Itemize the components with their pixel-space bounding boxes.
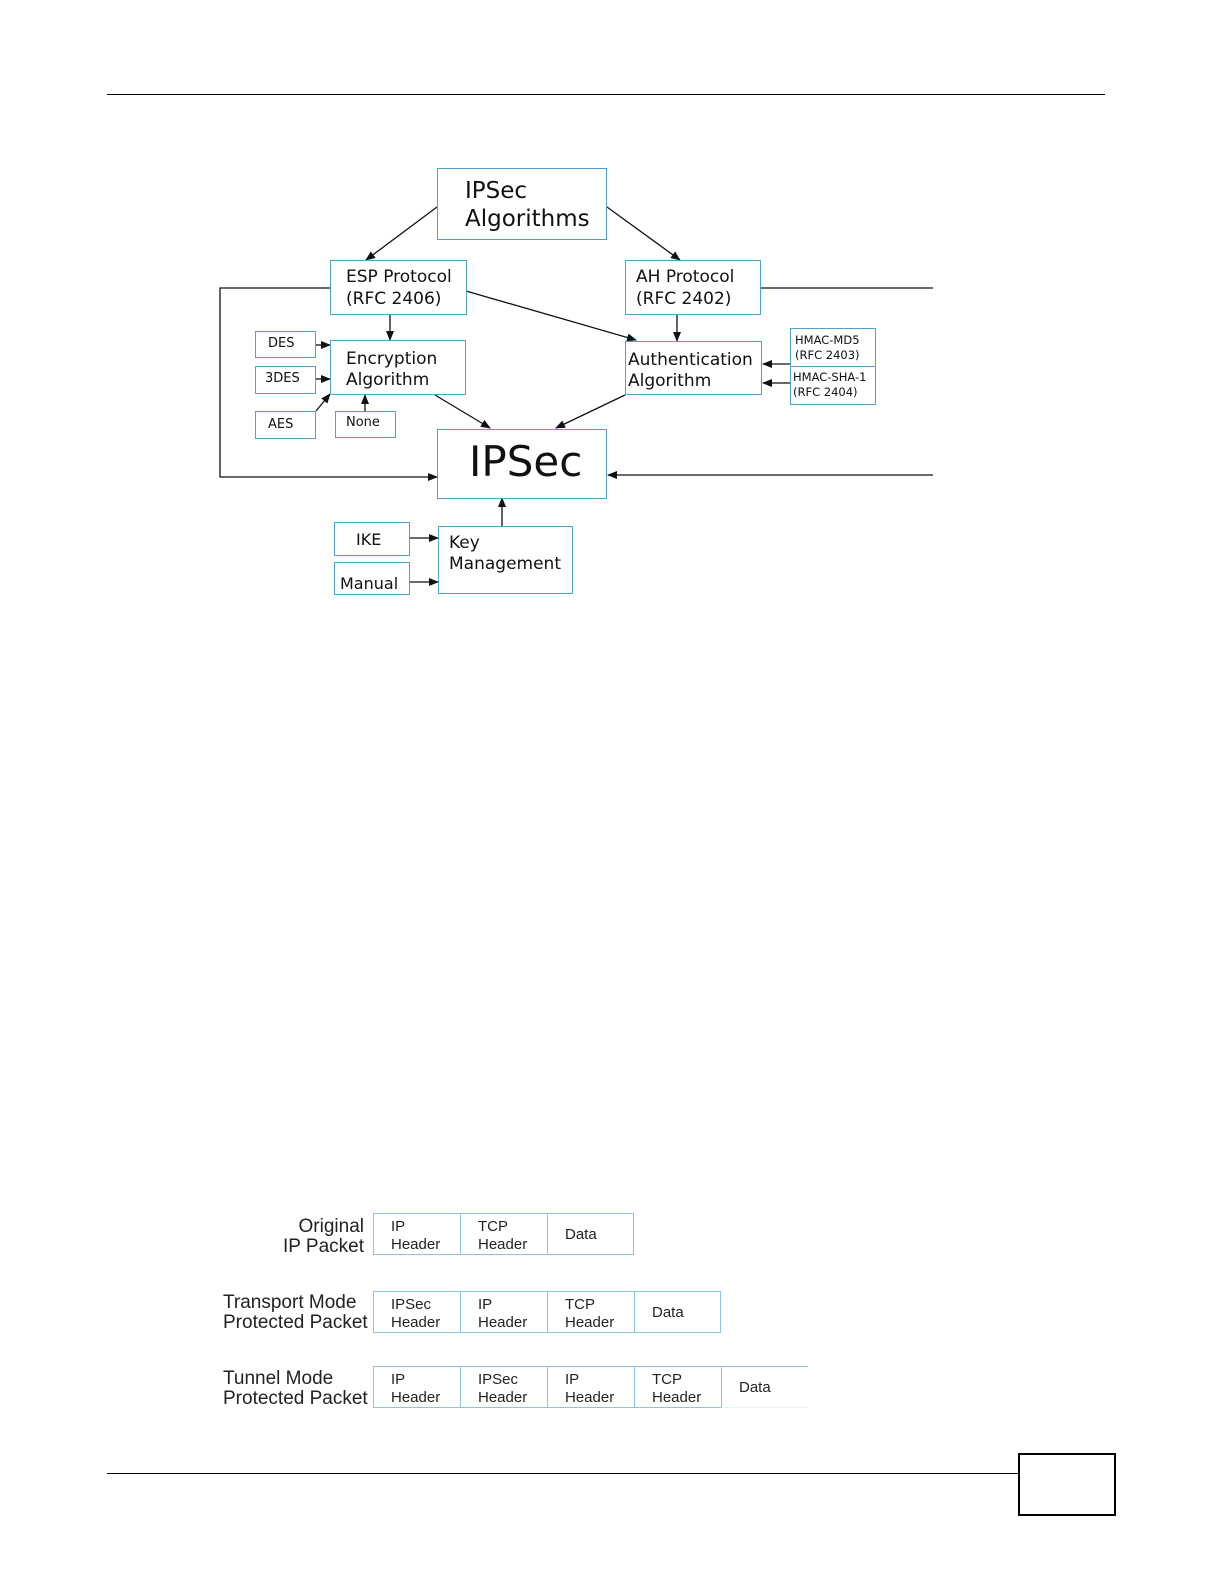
transport-mode-packet-row: IPSec Header IP Header TCP Header Data — [373, 1291, 721, 1333]
packet-label-transport: Transport Mode Protected Packet — [223, 1292, 368, 1333]
esp-protocol-box: ESP Protocol (RFC 2406) — [330, 260, 467, 315]
ipsec-box: IPSec — [437, 429, 607, 499]
key-management-label: Key Management — [449, 533, 561, 574]
packet-cell: IP Header — [547, 1366, 634, 1408]
footer-rule — [107, 1473, 1018, 1474]
packet-cell: IP Header — [460, 1291, 547, 1333]
tunnel-mode-packet-row: IP Header IPSec Header IP Header TCP Hea… — [373, 1366, 808, 1408]
ah-protocol-label: AH Protocol (RFC 2402) — [636, 267, 735, 309]
packet-cell: IPSec Header — [373, 1291, 460, 1333]
packet-cell: IP Header — [373, 1366, 460, 1408]
ike-box: IKE — [334, 522, 410, 556]
packet-label-tunnel: Tunnel Mode Protected Packet — [223, 1368, 368, 1409]
packet-cell: IPSec Header — [460, 1366, 547, 1408]
packet-label-original: Original IP Packet — [283, 1216, 364, 1257]
ah-protocol-box: AH Protocol (RFC 2402) — [625, 260, 761, 315]
aes-box: AES — [255, 411, 316, 439]
none-box: None — [335, 411, 396, 438]
des-label: DES — [268, 336, 295, 351]
packet-cell: Data — [721, 1366, 808, 1408]
encryption-algorithm-box: Encryption Algorithm — [330, 340, 466, 395]
original-ip-packet-row: IP Header TCP Header Data — [373, 1213, 634, 1255]
hmac-sha1-label: HMAC-SHA-1 (RFC 2404) — [793, 370, 867, 399]
ipsec-label: IPSec — [469, 437, 583, 486]
packet-cell: Data — [547, 1213, 634, 1255]
none-label: None — [346, 415, 380, 430]
packet-cell: TCP Header — [460, 1213, 547, 1255]
aes-label: AES — [268, 417, 294, 432]
ipsec-algorithms-label: IPSec Algorithms — [465, 178, 590, 232]
3des-label: 3DES — [265, 371, 300, 386]
packet-cell: TCP Header — [547, 1291, 634, 1333]
encryption-algorithm-label: Encryption Algorithm — [346, 349, 438, 390]
hmac-sha1-box: HMAC-SHA-1 (RFC 2404) — [790, 366, 876, 405]
manual-box: Manual — [334, 562, 410, 595]
authentication-algorithm-label: Authentication Algorithm — [628, 350, 753, 391]
3des-box: 3DES — [255, 366, 316, 394]
authentication-algorithm-box: Authentication Algorithm — [625, 341, 762, 395]
esp-protocol-label: ESP Protocol (RFC 2406) — [346, 267, 452, 309]
des-box: DES — [255, 331, 316, 358]
ike-label: IKE — [356, 530, 382, 549]
key-management-box: Key Management — [438, 526, 573, 594]
page-number-box — [1018, 1453, 1116, 1516]
manual-label: Manual — [340, 574, 399, 593]
hmac-md5-label: HMAC-MD5 (RFC 2403) — [795, 333, 860, 362]
header-rule — [107, 94, 1105, 95]
packet-cell: Data — [634, 1291, 721, 1333]
packet-cell: IP Header — [373, 1213, 460, 1255]
hmac-md5-box: HMAC-MD5 (RFC 2403) — [790, 328, 876, 367]
packet-cell: TCP Header — [634, 1366, 721, 1408]
ipsec-algorithms-box: IPSec Algorithms — [437, 168, 607, 240]
